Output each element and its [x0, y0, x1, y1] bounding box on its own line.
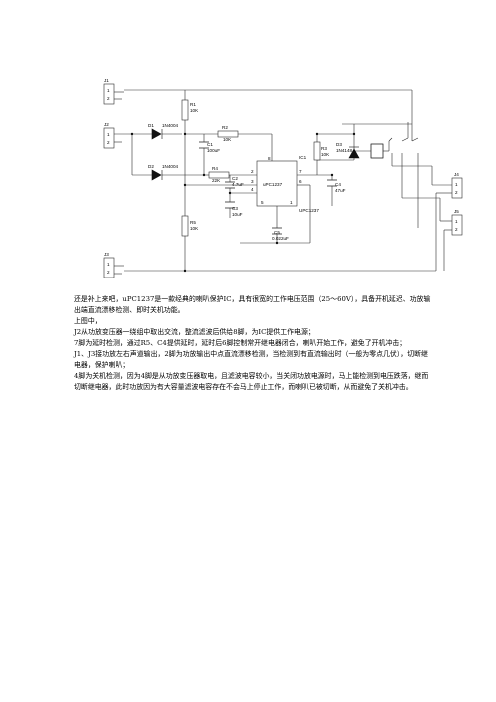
label-ic-name: uPC1237: [263, 182, 283, 187]
connector-j1: [103, 83, 115, 105]
label-j2-pin1: 1: [107, 132, 110, 137]
label-c3-value: 10uF: [232, 212, 243, 217]
schematic-drawing: J1 1 2 J2 1 2 J3 1 2 J4 1 2 J5 1 2 R1 10…: [103, 78, 463, 278]
label-j2: J2: [104, 122, 109, 127]
label-j1-pin2: 2: [107, 96, 110, 101]
label-r2: R2: [222, 125, 228, 130]
resistor-r4: [208, 171, 230, 179]
ic-pin-2: 2: [251, 169, 254, 174]
label-r1: R1: [190, 102, 196, 107]
connector-j5: [451, 214, 463, 236]
paragraph-intro: 还是补上来吧，uPC1237是一款经典的喇叭保护IC，具有很宽的工作电压范围（2…: [74, 295, 431, 314]
label-c1: C1: [207, 142, 213, 147]
resistor-r2: [217, 130, 239, 138]
label-ic-part: UPC1237: [299, 208, 319, 213]
label-d1-value: 1N4004: [162, 123, 179, 128]
ic-pin-4: 4: [251, 187, 254, 192]
label-j1-pin1: 1: [107, 88, 110, 93]
paragraph-j1-j3: J1、J3接功放左右声道输出，2脚为功放输出中点直流漂移检测，当检测到有直流输出…: [74, 350, 428, 369]
label-j5: J5: [454, 209, 459, 214]
capacitor-c2: [225, 181, 235, 189]
connector-j3: [103, 257, 115, 278]
paragraph-lead: 上图中，: [74, 317, 102, 325]
diode-d1: [151, 128, 163, 140]
label-r5-value: 10K: [190, 226, 199, 231]
label-j5-pin1: 1: [455, 219, 458, 224]
ic-pin-6: 6: [299, 179, 302, 184]
resistor-r3: [313, 141, 321, 161]
paragraph-pin7: 7脚为延时检测，通过R5、C4提供延时，延时后6脚控制常开继电器闭合，喇叭开始工…: [74, 339, 407, 347]
capacitor-c3: [225, 201, 235, 209]
connector-j4: [451, 177, 463, 199]
capacitor-c5: [272, 227, 282, 235]
label-j5-pin2: 2: [455, 227, 458, 232]
connector-j2: [103, 127, 115, 149]
ic-pin-8: 8: [268, 156, 271, 161]
label-r4: R4: [212, 166, 218, 171]
label-c2-value: 4.7uF: [232, 182, 244, 187]
label-j4: J4: [454, 172, 459, 177]
label-c3: C3: [232, 206, 238, 211]
label-d2-value: 1N4004: [162, 164, 179, 169]
label-d1: D1: [148, 123, 154, 128]
label-r5: R5: [190, 220, 196, 225]
ic-pin-5: 5: [261, 200, 264, 205]
label-c5: C5: [274, 230, 280, 235]
label-d3: D3: [336, 142, 342, 147]
label-r2-value: 10K: [223, 137, 232, 142]
ic-pin-1: 1: [290, 200, 293, 205]
label-j2-pin2: 2: [107, 140, 110, 145]
label-c2: C2: [232, 176, 238, 181]
label-r3: R3: [321, 146, 327, 151]
diode-d3: [348, 146, 360, 159]
label-j3-pin1: 1: [107, 262, 110, 267]
ic-pin-3: 3: [251, 179, 254, 184]
label-c1-value: 100uF: [207, 148, 220, 153]
capacitor-c4: [327, 179, 337, 187]
label-d2: D2: [148, 164, 154, 169]
label-d3-value: 1N4148: [336, 148, 353, 153]
paragraph-j2: J2从功放变压器一绕组中取出交流，整流滤波后供给8脚，为IC提供工作电源；: [74, 328, 315, 336]
capacitor-c1: [199, 141, 209, 149]
label-ic-ref: IC1: [299, 155, 307, 160]
label-j3: J3: [104, 252, 109, 257]
ic-pin-7: 7: [299, 169, 302, 174]
circuit-schematic: J1 1 2 J2 1 2 J3 1 2 J4 1 2 J5 1 2 R1 10…: [92, 78, 477, 278]
label-c4-value: 47uF: [335, 188, 346, 193]
label-c5-value: 0.022uF: [272, 236, 289, 241]
resistor-r5: [181, 215, 189, 237]
label-j1: J1: [104, 78, 109, 83]
resistor-r1: [181, 99, 189, 121]
body-text: 还是补上来吧，uPC1237是一款经典的喇叭保护IC，具有很宽的工作电压范围（2…: [74, 294, 434, 393]
label-j4-pin1: 1: [455, 182, 458, 187]
label-j3-pin2: 2: [107, 270, 110, 275]
label-c4: C4: [335, 182, 341, 187]
label-r3-value: 10K: [321, 152, 330, 157]
relay: [370, 143, 384, 159]
label-j4-pin2: 2: [455, 190, 458, 195]
label-r1-value: 10K: [190, 108, 199, 113]
diode-d2: [151, 169, 163, 181]
paragraph-pin4: 4脚为关机检测，因为4脚是从功放变压器取电，且滤波电容较小，当关闭功放电源时，马…: [74, 372, 429, 391]
label-r4-value: 22K: [212, 178, 221, 183]
